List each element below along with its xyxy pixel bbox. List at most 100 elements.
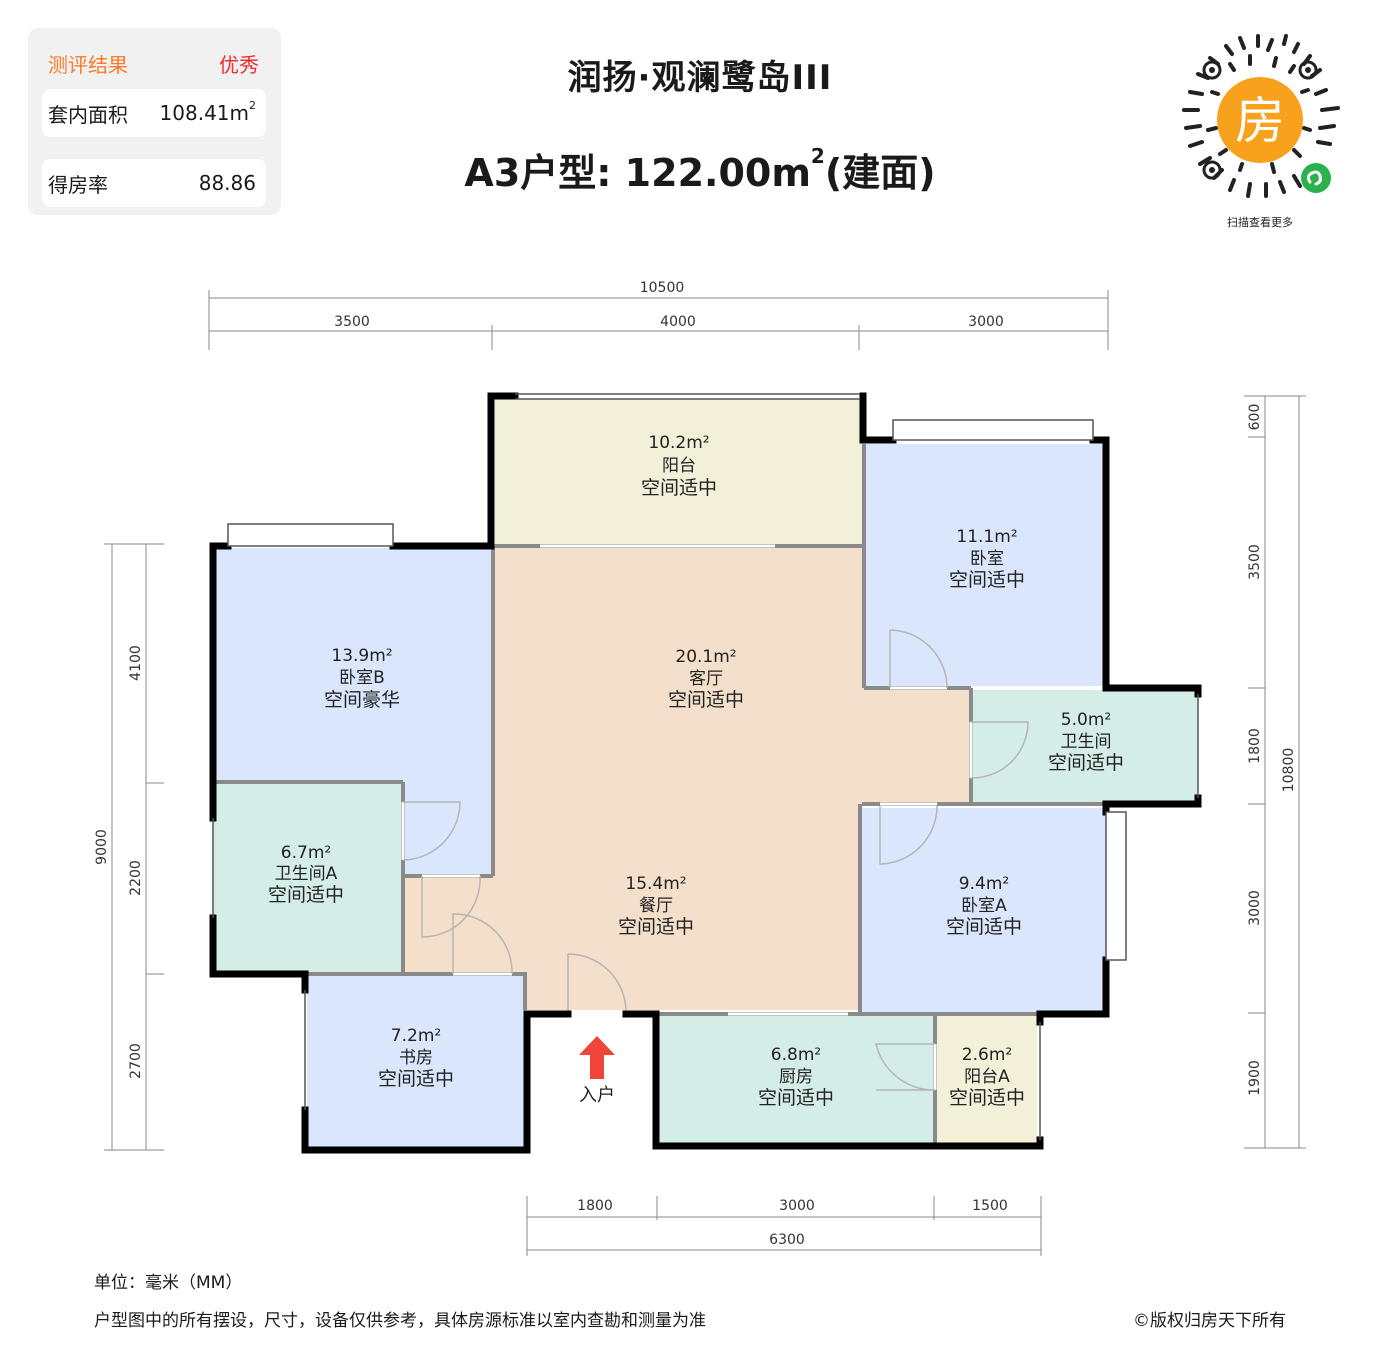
room-balcony [495,398,863,546]
svg-text:4100: 4100 [128,645,144,681]
svg-text:6.7m²: 6.7m² [281,843,331,863]
mini-program-icon [1301,163,1331,193]
svg-text:9.4m²: 9.4m² [959,874,1009,894]
qr-caption: 扫描查看更多 [1227,216,1293,229]
svg-text:客厅: 客厅 [689,669,723,689]
svg-text:6.8m²: 6.8m² [771,1045,821,1065]
efficiency-rate-row: 得房率 88.86 [42,159,266,207]
evaluation-card: 测评结果 优秀 套内面积 108.41m2 得房率 88.86 [28,28,281,215]
svg-text:600: 600 [1247,404,1263,431]
svg-text:厨房: 厨房 [779,1067,813,1087]
interior-area-label: 套内面积 [48,102,128,127]
openings [401,544,973,1090]
room-study [307,974,525,1148]
evaluation-header: 测评结果 优秀 [48,48,259,78]
svg-text:3000: 3000 [1247,890,1263,926]
svg-text:2200: 2200 [128,860,144,896]
svg-text:空间适中: 空间适中 [268,884,344,906]
svg-text:3000: 3000 [968,314,1004,330]
svg-text:2.6m²: 2.6m² [962,1045,1012,1065]
svg-text:卧室B: 卧室B [339,668,385,688]
svg-text:3500: 3500 [334,314,370,330]
svg-text:1500: 1500 [972,1198,1008,1214]
dimension-labels: 10500 3500 4000 3000 9000 4100 2200 2700… [94,280,1297,1248]
svg-text:空间适中: 空间适中 [1048,752,1124,774]
unit-type-title: A3户型: 122.00m2(建面) [464,144,936,195]
interior-area-row: 套内面积 108.41m2 [42,89,266,137]
disclaimer: 户型图中的所有摆设，尺寸，设备仅供参考，具体房源标准以室内查勘和测量为准 [94,1311,706,1331]
svg-text:7.2m²: 7.2m² [391,1026,441,1046]
svg-text:餐厅: 餐厅 [639,896,673,916]
svg-text:空间适中: 空间适中 [618,916,694,938]
svg-text:1800: 1800 [577,1198,613,1214]
efficiency-rate-label: 得房率 [48,172,108,197]
room-bathroom-a [213,784,401,972]
window-frames [212,393,1199,1140]
evaluation-label: 测评结果 [48,52,128,77]
svg-text:9000: 9000 [94,829,110,865]
svg-text:空间适中: 空间适中 [378,1068,454,1090]
entrance-marker: 入户 [579,1036,615,1106]
exterior-walls [209,392,1202,1154]
room-fills [213,398,1198,1148]
dimension-lines [104,290,1306,1256]
qr-code[interactable]: 房 [1170,30,1350,210]
svg-text:10.2m²: 10.2m² [648,433,709,453]
svg-text:书房: 书房 [399,1048,433,1068]
svg-text:空间适中: 空间适中 [949,569,1025,591]
svg-text:阳台: 阳台 [662,456,696,476]
svg-text:11.1m²: 11.1m² [956,527,1017,547]
copyright: ©版权归房天下所有 [1133,1311,1286,1331]
svg-text:阳台A: 阳台A [964,1067,1010,1087]
door-swings [402,629,1029,1091]
room-bedroom-a [862,808,1106,1014]
svg-text:4000: 4000 [660,314,696,330]
svg-text:15.4m²: 15.4m² [625,874,686,894]
project-title: 润扬·观澜鹭岛III [567,58,833,98]
svg-text:空间适中: 空间适中 [758,1087,834,1109]
room-bedroom [866,444,1106,686]
svg-text:5.0m²: 5.0m² [1061,710,1111,730]
svg-text:13.9m²: 13.9m² [331,646,392,666]
svg-text:空间豪华: 空间豪华 [324,689,400,711]
svg-text:卧室A: 卧室A [961,896,1007,916]
logo-circle [1217,77,1303,163]
svg-text:空间适中: 空间适中 [949,1087,1025,1109]
room-balcony-a [935,1016,1037,1144]
svg-text:10500: 10500 [640,280,685,296]
svg-text:3000: 3000 [779,1198,815,1214]
svg-text:10800: 10800 [1281,748,1297,793]
interior-area-value: 108.41m2 [159,99,256,125]
svg-text:卫生间A: 卫生间A [275,864,338,884]
room-corridor [403,876,495,972]
qr-finder-patterns [1202,60,1318,180]
room-kitchen [659,1016,935,1144]
svg-text:空间适中: 空间适中 [946,916,1022,938]
svg-text:空间适中: 空间适中 [668,689,744,711]
room-bathroom [973,690,1198,802]
entrance-arrow-icon [579,1036,615,1079]
svg-text:1800: 1800 [1247,728,1263,764]
svg-text:20.1m²: 20.1m² [675,647,736,667]
svg-text:卫生间: 卫生间 [1061,732,1112,752]
evaluation-grade: 优秀 [219,52,259,77]
svg-text:卧室: 卧室 [970,549,1004,569]
room-living-dining [493,548,863,1010]
room-living-extension [863,688,971,806]
svg-text:2700: 2700 [128,1043,144,1079]
svg-text:1900: 1900 [1247,1060,1263,1096]
efficiency-rate-value: 88.86 [198,171,256,195]
